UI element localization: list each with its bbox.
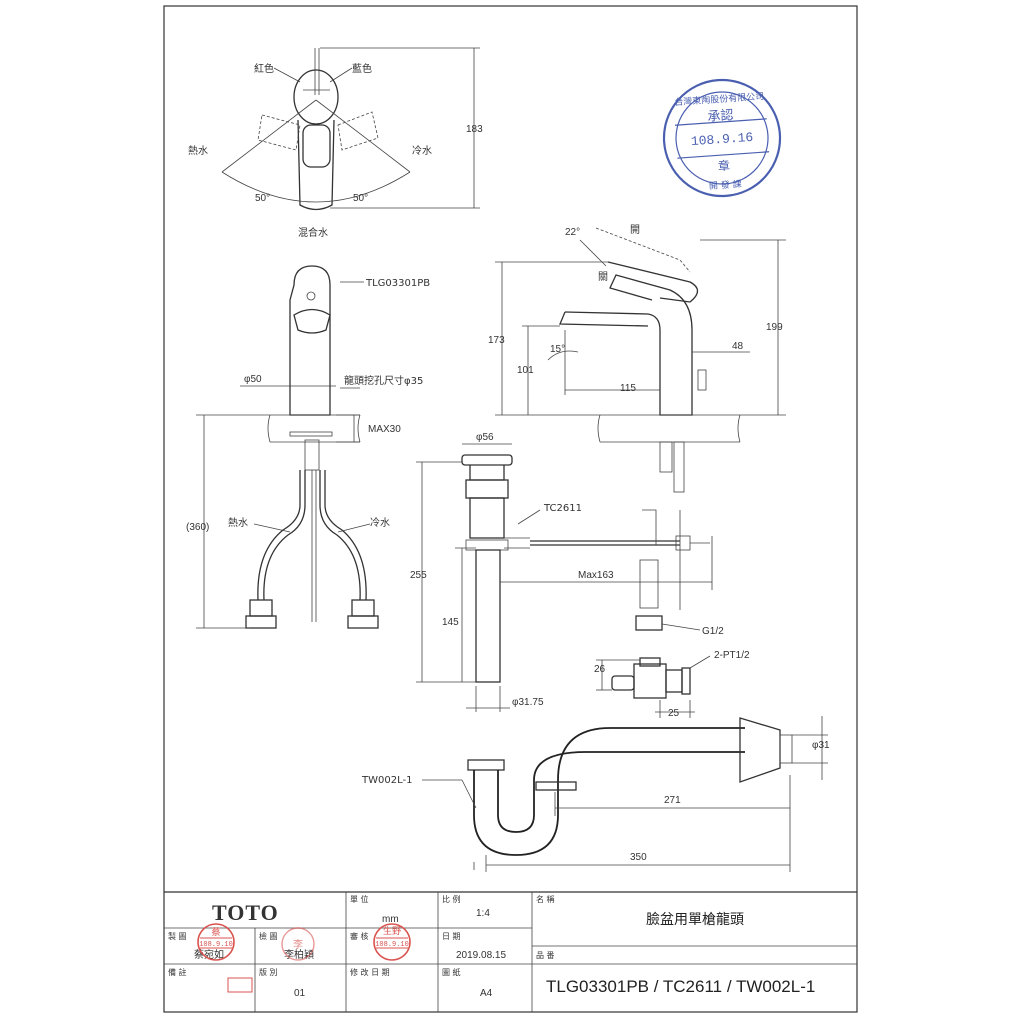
label-g12: G1/2 — [702, 626, 724, 637]
tb-paper-label: 圖 紙 — [442, 967, 461, 977]
label-open: 開 — [630, 224, 640, 236]
dim-22deg: 22° — [565, 227, 580, 238]
dim-271: 271 — [664, 795, 681, 806]
dim-phi50: φ50 — [244, 374, 262, 385]
front-view: TLG03301PB φ50 龍頭挖孔尺寸φ35 MAX30 (360) 熱水 … — [186, 265, 430, 629]
top-view: 紅色 藍色 熱水 冷水 50° 50° 混合水 183 — [188, 47, 483, 239]
tb-part-label: 品 番 — [536, 950, 555, 960]
drawn-stamp-date: 108.9.10 — [199, 941, 233, 949]
label-red: 紅色 — [254, 62, 274, 75]
label-model-trap: TW002L-1 — [361, 775, 412, 786]
dim-350: 350 — [630, 852, 647, 863]
dim-173: 173 — [488, 335, 505, 346]
tb-unit-label: 單 位 — [350, 894, 369, 904]
drawn-stamp-name: 蔡 — [211, 926, 220, 938]
stamp-bottom: 開 發 課 — [709, 178, 742, 192]
side-view: 22° 開 關 199 173 15° 101 48 115 — [488, 224, 786, 493]
tb-review-label: 審 核 — [350, 931, 369, 941]
tb-unit-value: mm — [382, 914, 399, 925]
dim-145: 145 — [442, 617, 459, 628]
dim-26: 26 — [594, 664, 606, 675]
drawn-stamp: 蔡 108.9.10 — [197, 923, 235, 961]
tb-remark-label: 備 註 — [168, 967, 187, 977]
drawing-border — [163, 5, 858, 1013]
stamp-date: 108.9.16 — [690, 130, 753, 149]
label-angle-left: 50° — [255, 193, 270, 204]
dim-101: 101 — [517, 365, 534, 376]
label-angle-right: 50° — [353, 193, 368, 204]
drain-view: φ56 TC2611 255 Max163 145 G1/2 φ31.75 — [410, 432, 724, 712]
label-pt12: 2-PT1/2 — [714, 650, 750, 661]
approval-stamp: 台灣東陶股份有限公司 承認 108.9.16 章 開 發 課 — [662, 78, 782, 198]
dim-15deg: 15° — [550, 344, 565, 355]
dim-max30: MAX30 — [368, 424, 401, 435]
label-cold-mid: 冷水 — [370, 516, 390, 529]
label-mixed: 混合水 — [298, 226, 328, 239]
label-close: 關 — [598, 271, 608, 283]
review-stamp: 生野 108.9.10 — [373, 923, 411, 961]
dim-183: 183 — [466, 124, 483, 135]
stamp-seal: 章 — [717, 158, 730, 174]
dim-max163: Max163 — [578, 570, 614, 581]
label-cold-top: 冷水 — [412, 144, 432, 157]
dim-199: 199 — [766, 322, 783, 333]
tb-date-value: 2019.08.15 — [456, 950, 506, 961]
tb-name-label: 名 稱 — [536, 894, 555, 904]
remark-stamp — [227, 977, 253, 993]
label-hot-mid: 熱水 — [228, 516, 248, 529]
dim-25: 25 — [668, 708, 680, 719]
tb-model-value: TLG03301PB / TC2611 / TW002L-1 — [546, 977, 815, 996]
label-model-faucet: TLG03301PB — [365, 278, 430, 289]
dim-48: 48 — [732, 341, 744, 352]
dim-360: (360) — [186, 522, 209, 533]
dim-phi31: φ31 — [812, 740, 830, 751]
dim-115: 115 — [620, 383, 636, 394]
check-stamp: 李 — [281, 927, 315, 961]
dim-255: 255 — [410, 570, 427, 581]
tb-class-label: 版 別 — [259, 967, 278, 977]
title-block: TOTO 單 位 mm 比 例 1:4 名 稱 臉盆用單槍龍頭 製 圖 蔡宛如 … — [164, 891, 857, 1012]
label-model-drain: TC2611 — [543, 503, 582, 514]
stamp-title: 承認 — [707, 107, 734, 125]
tb-date-label: 日 期 — [442, 932, 461, 941]
review-stamp-date: 108.9.10 — [375, 941, 409, 949]
tb-name-value: 臉盆用單槍龍頭 — [646, 911, 744, 928]
tb-paper-value: A4 — [480, 988, 493, 999]
tb-class-value: 01 — [294, 988, 306, 999]
check-stamp-name: 李 — [293, 938, 303, 951]
tb-revdate-label: 修 改 日 期 — [350, 967, 390, 977]
tb-drawn-value: 蔡宛如 — [194, 948, 224, 961]
label-hole: 龍頭挖孔尺寸φ35 — [344, 374, 423, 387]
review-stamp-name: 生野 — [383, 925, 401, 937]
dim-phi56: φ56 — [476, 432, 494, 443]
label-blue: 藍色 — [352, 62, 372, 75]
tb-scale-label: 比 例 — [442, 894, 461, 904]
toto-logo: TOTO — [212, 900, 279, 925]
tb-drawn-label: 製 圖 — [168, 931, 187, 941]
tb-scale-value: 1:4 — [476, 908, 490, 919]
dim-phi3175: φ31.75 — [512, 697, 544, 708]
angle-valve-view: 26 2-PT1/2 25 — [594, 650, 750, 719]
label-hot-top: 熱水 — [188, 144, 208, 157]
tb-check-label: 檢 圖 — [259, 931, 278, 941]
trap-view: TW002L-1 φ31 271 350 — [361, 716, 830, 872]
